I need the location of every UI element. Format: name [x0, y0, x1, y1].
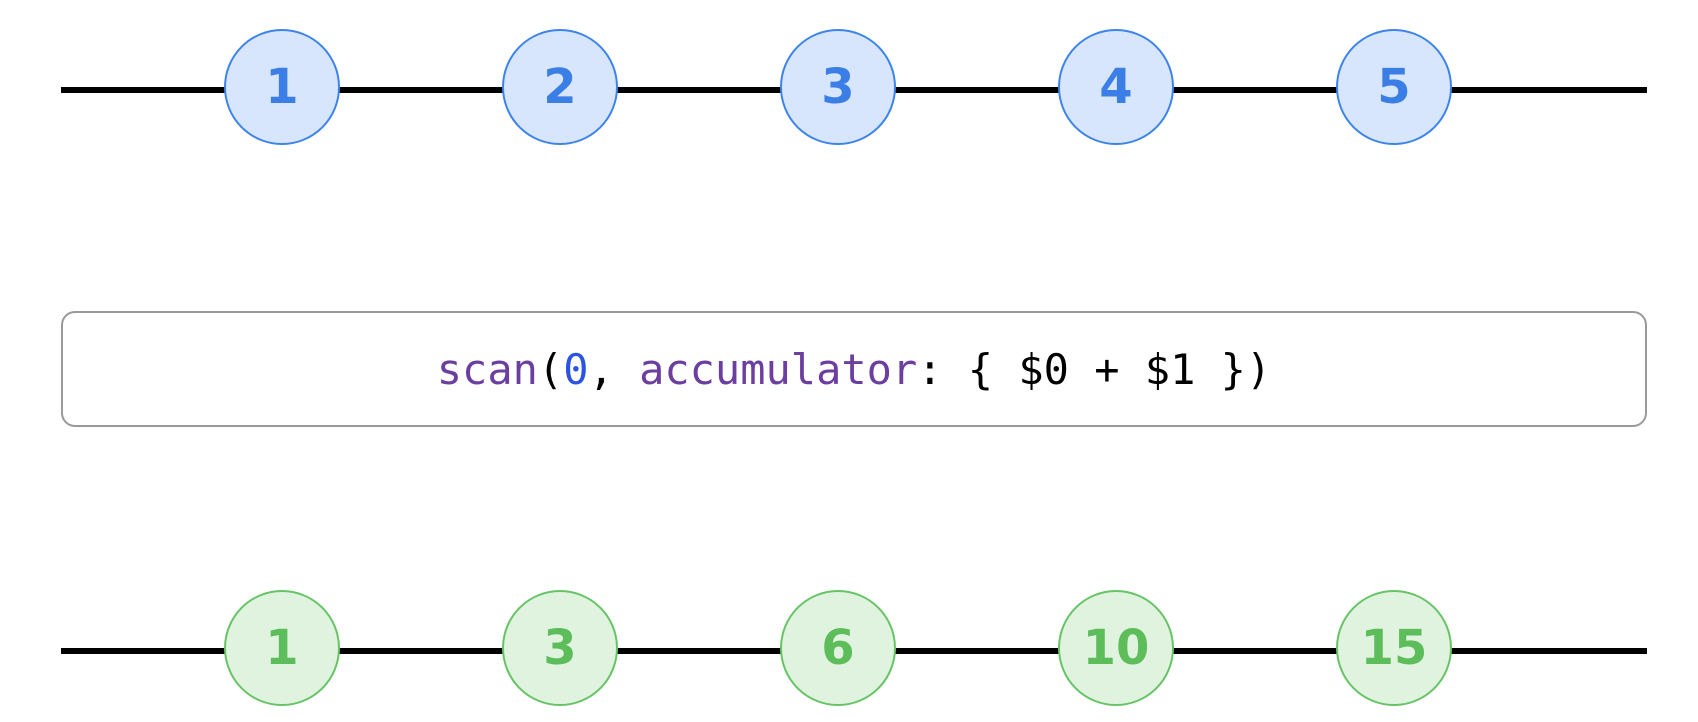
input-marble: 2 [502, 29, 618, 145]
input-timeline: 1 2 3 4 5 [0, 29, 1698, 149]
operator-closure: : { $0 + $1 }) [917, 344, 1272, 394]
input-marble: 4 [1058, 29, 1174, 145]
operator-box: scan(0, accumulator: { $0 + $1 }) [61, 311, 1647, 427]
input-marble: 1 [224, 29, 340, 145]
input-marble: 5 [1336, 29, 1452, 145]
operator-code: scan(0, accumulator: { $0 + $1 }) [437, 345, 1272, 394]
output-marble: 10 [1058, 590, 1174, 706]
output-marble: 3 [502, 590, 618, 706]
output-marble: 6 [780, 590, 896, 706]
output-marble: 15 [1336, 590, 1452, 706]
operator-open-paren: ( [537, 344, 564, 394]
output-marble: 1 [224, 590, 340, 706]
operator-argument-label: accumulator [639, 344, 918, 394]
operator-function-name: scan [436, 344, 538, 394]
operator-initial-value: 0 [563, 344, 589, 394]
output-timeline: 1 3 6 10 15 [0, 590, 1698, 710]
operator-separator: , [588, 344, 640, 394]
input-marble: 3 [780, 29, 896, 145]
